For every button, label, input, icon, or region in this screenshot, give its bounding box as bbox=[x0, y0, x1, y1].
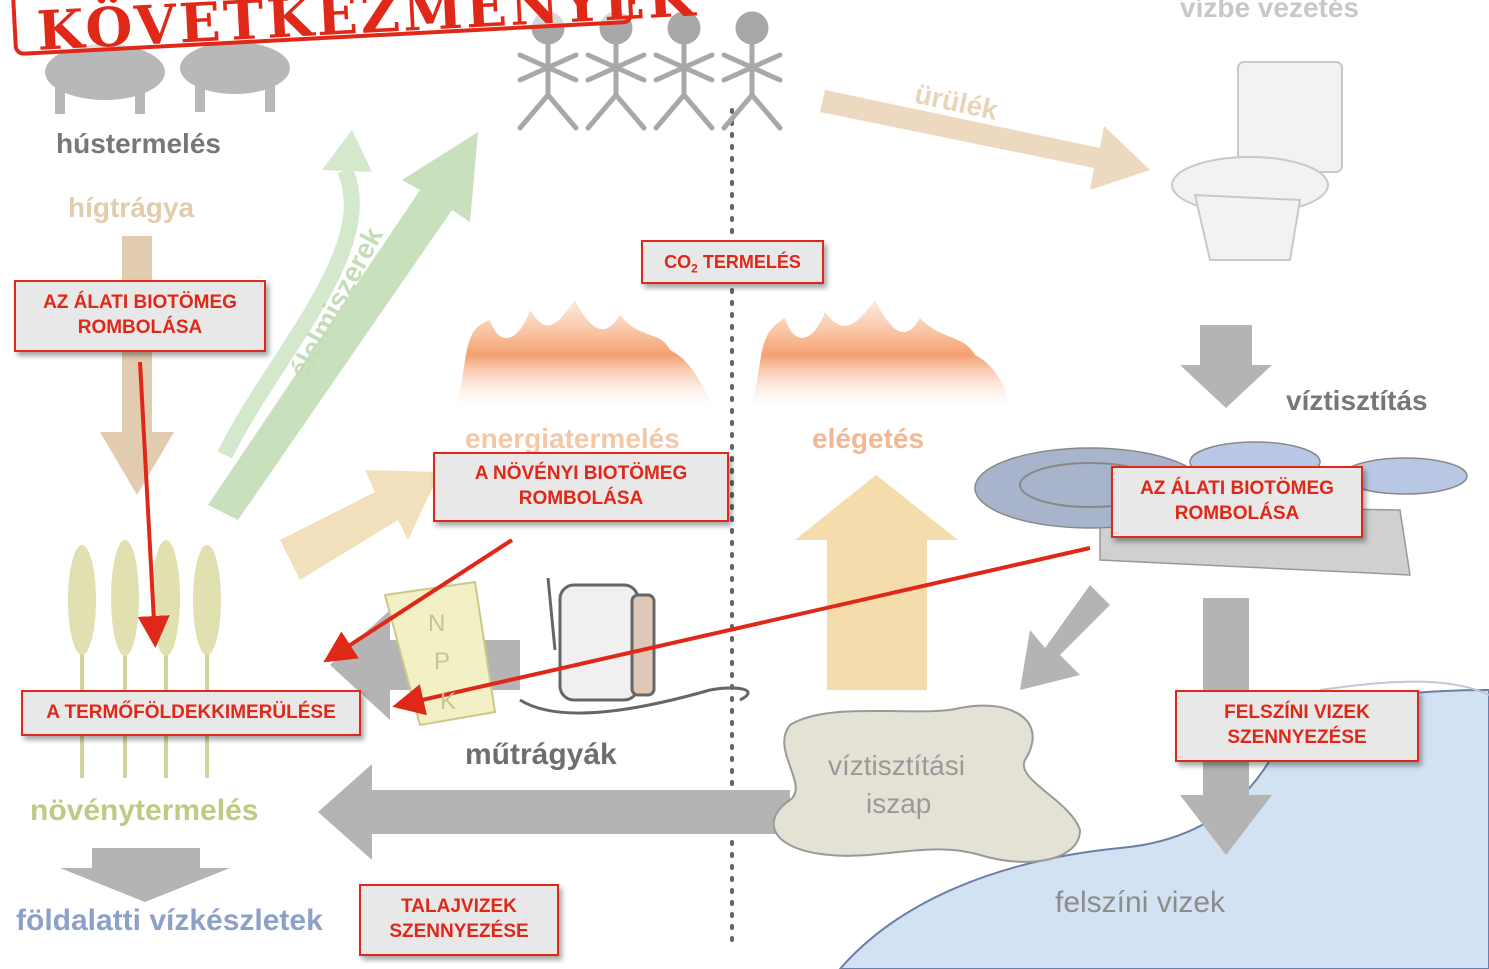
label-slurry: hígtrágya bbox=[68, 192, 195, 223]
label-groundwater: földalatti vízkészletek bbox=[16, 904, 323, 937]
box-animal-biomass-destruction-1: AZ ÁLATI BIOTÖMEG ROMBOLÁSA bbox=[14, 280, 266, 352]
red-arrow-animal-to-soil bbox=[137, 361, 170, 648]
purification-arrow-head bbox=[1180, 365, 1272, 408]
box-plant-biomass-line1: A NÖVÉNYI BIOTÖMEG bbox=[474, 463, 688, 485]
npk-letter-p: P bbox=[434, 648, 451, 675]
label-surface-water: felszíni vizek bbox=[1055, 886, 1226, 919]
sprayer-icon bbox=[519, 577, 750, 715]
box-animal-biomass2-line1: AZ ÁLATI BIOTÖMEG bbox=[1140, 478, 1334, 500]
co2-suffix: TERMELÉS bbox=[697, 252, 801, 272]
box-animal-biomass2-line2: ROMBOLÁSA bbox=[1174, 503, 1300, 524]
label-plant-production: növénytermelés bbox=[30, 794, 259, 827]
box-animal-biomass-line1: AZ ÁLATI BIOTÖMEG bbox=[43, 292, 237, 314]
box-surface-water-line2: SZENNYEZÉSE bbox=[1227, 727, 1367, 748]
box-groundwater-line1: TALAJVIZEK bbox=[401, 896, 517, 918]
box-plant-biomass-destruction: A NÖVÉNYI BIOTÖMEG ROMBOLÁSA bbox=[433, 452, 729, 522]
sludge-blob-shape bbox=[772, 704, 1082, 863]
slurry-arrow-head bbox=[100, 432, 174, 495]
livestock-icon bbox=[45, 42, 290, 114]
box-groundwater-pollution: TALAJVIZEK SZENNYEZÉSE bbox=[359, 884, 559, 956]
label-sludge-line2: iszap bbox=[866, 788, 932, 819]
wheat-icon bbox=[68, 540, 221, 778]
label-fertilizers: műtrágyák bbox=[465, 738, 617, 771]
box-groundwater-line2: SZENNYEZÉSE bbox=[389, 921, 529, 942]
box-soil-depletion-text: A TERMŐFÖLDEKKIMERÜLÉSE bbox=[46, 701, 336, 723]
sludge-return-arrow-shaft bbox=[370, 790, 790, 834]
energy-arrow bbox=[280, 470, 440, 580]
npk-letter-n: N bbox=[428, 610, 446, 637]
red-arrow-plant-to-soil bbox=[323, 538, 514, 663]
co2-subscript: 2 bbox=[691, 261, 698, 276]
fertilizer-arrow-head bbox=[330, 610, 390, 720]
label-incineration: elégetés bbox=[812, 423, 925, 454]
box-plant-biomass-line2: ROMBOLÁSA bbox=[518, 488, 644, 509]
food-arrow-small bbox=[217, 166, 360, 459]
toilet-icon bbox=[1171, 61, 1343, 261]
purification-arrow-shaft bbox=[1200, 325, 1252, 365]
outflow-arrow-head bbox=[1180, 795, 1272, 855]
people-icon bbox=[517, 11, 783, 131]
food-arrow-large bbox=[208, 132, 478, 520]
sludge-arrow bbox=[1020, 585, 1110, 690]
fire-icon-left bbox=[455, 300, 715, 410]
box-co2-production: CO2 TERMELÉS bbox=[641, 240, 824, 284]
label-water-discharge: vízbe vezetés bbox=[1180, 0, 1359, 23]
box-animal-biomass-line2: ROMBOLÁSA bbox=[77, 317, 203, 338]
incineration-arrow-shaft bbox=[827, 530, 927, 690]
waste-arrow bbox=[820, 90, 1150, 190]
food-arrow-small-head bbox=[322, 130, 372, 172]
co2-prefix: CO bbox=[664, 252, 692, 272]
box-surface-water-pollution: FELSZÍNI VIZEK SZENNYEZÉSE bbox=[1175, 690, 1419, 762]
red-arrow-plant2-to-soil bbox=[392, 546, 1091, 716]
box-animal-biomass-destruction-2: AZ ÁLATI BIOTÖMEG ROMBOLÁSA bbox=[1111, 466, 1363, 538]
label-meat-production: hústermelés bbox=[56, 128, 221, 159]
label-water-purification: víztisztítás bbox=[1286, 385, 1428, 416]
box-surface-water-line1: FELSZÍNI VIZEK bbox=[1224, 702, 1370, 724]
box-soil-depletion: A TERMŐFÖLDEKKIMERÜLÉSE bbox=[21, 690, 361, 736]
groundwater-arrow bbox=[60, 848, 230, 902]
fire-icon-right bbox=[750, 300, 1012, 410]
npk-letter-k: K bbox=[440, 688, 457, 715]
incineration-arrow-head bbox=[795, 475, 958, 540]
label-sludge-line1: víztisztítási bbox=[828, 750, 965, 781]
sludge-return-arrow-head bbox=[318, 764, 372, 860]
label-energy-production: energiatermelés bbox=[465, 423, 680, 454]
river-line-icon bbox=[1319, 680, 1489, 696]
